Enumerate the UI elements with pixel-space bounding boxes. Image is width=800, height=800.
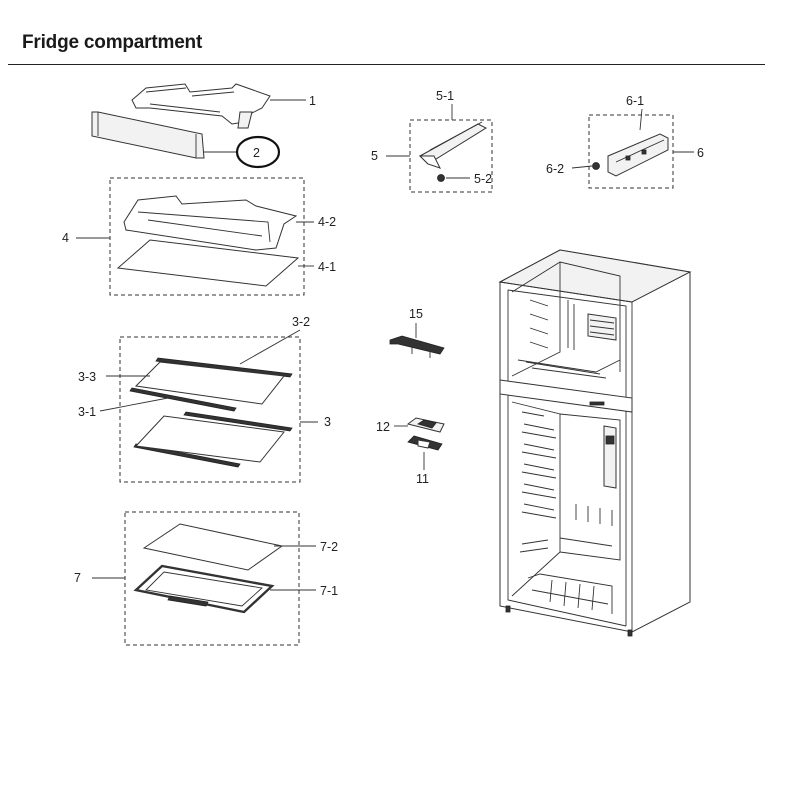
callout-1: 1 [309,94,316,108]
callout-5: 5 [371,149,378,163]
callout-4: 4 [62,231,69,245]
callout-3-2: 3-2 [292,315,310,329]
part-5-2-screw[interactable] [437,174,471,182]
callout-11: 11 [416,472,429,486]
callout-7-2: 7-2 [320,540,338,554]
callout-2: 2 [253,146,260,160]
callout-15: 15 [409,307,423,321]
callout-5-2: 5-2 [474,172,492,186]
part-15-cover[interactable] [389,335,445,358]
refrigerator-cabinet [498,249,692,637]
part-4-2-shelf-frame[interactable] [123,195,314,251]
page-title: Fridge compartment [22,32,203,53]
part-3-1-trim-strip[interactable] [99,387,241,468]
part-3-glass-panel-lower[interactable] [134,415,285,463]
callout-6-2: 6-2 [546,162,564,176]
callout-3-3: 3-3 [78,370,96,384]
part-1-tray[interactable] [131,83,306,129]
part-11-module[interactable] [407,435,443,470]
callout-7-1: 7-1 [320,584,338,598]
callout-12: 12 [376,420,390,434]
callout-4-1: 4-1 [318,260,336,274]
callout-3-1: 3-1 [78,405,96,419]
callout-6: 6 [697,146,704,160]
part-6-1-bracket[interactable] [607,133,669,177]
part-3-2-trim-strip[interactable] [155,329,301,432]
callout-6-1: 6-1 [626,94,644,108]
part-2-front-cover[interactable] [91,111,238,159]
group-6-box [588,114,674,189]
callout-5-1: 5-1 [436,89,454,103]
group-4-box [109,177,305,296]
part-6-2-screw[interactable] [571,162,600,170]
callout-4-2: 4-2 [318,215,336,229]
part-3-3-glass-panel[interactable] [106,361,285,405]
part-4-1-glass[interactable] [116,239,314,287]
part-7-1-frame[interactable] [133,564,316,614]
group-7-box [124,511,300,646]
part-7-2-glass[interactable] [142,523,316,571]
group-3-box [119,336,301,483]
part-12-module[interactable] [406,417,445,433]
callout-3: 3 [324,415,331,429]
callout-2-highlight-circle [235,135,281,169]
title-underline [8,64,765,65]
part-5-1-bracket[interactable] [418,121,488,169]
callout-7: 7 [74,571,81,585]
